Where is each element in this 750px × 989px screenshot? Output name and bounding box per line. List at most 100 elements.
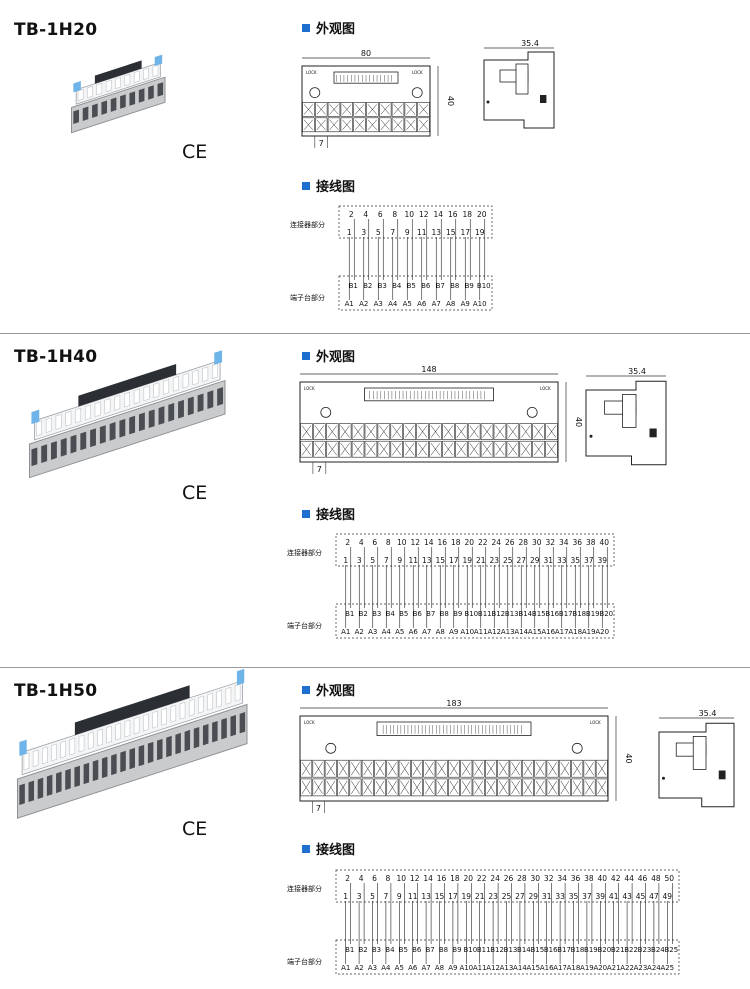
terminal-label-a: A2 — [354, 964, 363, 972]
pin-number-even: 14 — [433, 210, 443, 219]
pin-number-even: 24 — [491, 538, 501, 547]
pin-number-even: 14 — [423, 874, 433, 883]
pin-number-odd: 25 — [503, 556, 513, 565]
pin-number-odd: 25 — [502, 892, 512, 901]
pin-number-even: 12 — [410, 538, 420, 547]
terminal-label-b: B10 — [477, 282, 491, 290]
terminal-label-b: B10 — [463, 946, 477, 954]
terminal-label-a: A13 — [501, 628, 515, 636]
terminal-label-a: A8 — [435, 964, 444, 972]
terminal-label-a: A25 — [660, 964, 674, 972]
terminal-label-b: B7 — [436, 282, 445, 290]
pin-number-odd: 33 — [557, 556, 567, 565]
screw-slot — [363, 762, 373, 776]
terminal-label-a: A24 — [647, 964, 661, 972]
pin-number-odd: 1 — [347, 228, 352, 237]
terminal-label-b: B5 — [407, 282, 416, 290]
pin-number-odd: 37 — [582, 892, 592, 901]
screw-slot — [326, 762, 336, 776]
width-dimension-label: 183 — [446, 699, 461, 708]
terminal-label-b: B8 — [440, 610, 449, 618]
side-mark — [662, 776, 665, 780]
connector-section-label: 连接器部分 — [290, 220, 325, 229]
terminal-label-b: B14 — [518, 610, 532, 618]
terminal-label-a: A20 — [593, 964, 607, 972]
screw-slot — [338, 780, 348, 795]
screw-slot — [511, 762, 520, 776]
screw-slot — [388, 780, 397, 795]
screw-slot — [424, 780, 434, 795]
terminal-label-b: B8 — [439, 946, 448, 954]
model-title: TB-1H40 — [14, 347, 98, 367]
screw-slot — [498, 762, 508, 776]
terminal-label-a: A17 — [555, 628, 569, 636]
pin-number-odd: 1 — [343, 556, 348, 565]
terminal-label-b: B3 — [378, 282, 387, 290]
screw-slot — [548, 780, 557, 795]
lock-label: LOCK — [590, 720, 601, 725]
side-screw — [718, 770, 726, 780]
terminal-label-b: B25 — [664, 946, 678, 954]
side-screw — [649, 428, 657, 438]
screw-slot — [486, 780, 496, 795]
terminal-label-a: A23 — [634, 964, 648, 972]
terminal-label-a: A7 — [422, 628, 431, 636]
terminal-label-a: A4 — [382, 628, 392, 636]
pin-number-odd: 13 — [422, 556, 432, 565]
pin-number-odd: 5 — [370, 892, 375, 901]
terminal-label-b: B18 — [572, 610, 586, 618]
terminal-label-b: B17 — [557, 946, 571, 954]
pin-number-even: 32 — [544, 874, 554, 883]
terminal-label-a: A1 — [341, 628, 350, 636]
pin-number-even: 38 — [584, 874, 594, 883]
screw-slot — [316, 119, 326, 130]
terminal-label-a: A5 — [403, 300, 412, 308]
pin-number-odd: 7 — [390, 228, 395, 237]
wiring-diagram: 连接器部分端子台部分21B1A143B2A265B3A387B4A4109B5A… — [287, 533, 615, 639]
pin-number-odd: 17 — [460, 228, 470, 237]
screw-slot — [597, 762, 607, 776]
screw-slot — [379, 443, 389, 456]
terminal-label-a: A1 — [345, 300, 354, 308]
screw-slot — [424, 762, 434, 776]
pin-number-even: 28 — [517, 874, 527, 883]
pin-number-odd: 9 — [405, 228, 410, 237]
connector-box — [335, 533, 615, 567]
pin-number-odd: 23 — [488, 892, 498, 901]
pin-number-odd: 19 — [462, 556, 472, 565]
screw-slot — [511, 780, 520, 795]
screw-slot — [367, 119, 377, 130]
terminal-label-a: A8 — [436, 628, 445, 636]
screw-slot — [316, 104, 326, 115]
pin-number-even: 38 — [586, 538, 596, 547]
pin-number-even: 10 — [397, 874, 407, 883]
pin-number-even: 4 — [359, 874, 364, 883]
terminal-label-b: B10 — [464, 610, 478, 618]
screw-slot — [498, 780, 508, 795]
terminal-section-label: 端子台部分 — [290, 293, 325, 302]
screw-slot — [508, 443, 518, 456]
screw-slot — [560, 780, 570, 795]
screw-slot — [406, 104, 416, 115]
pin-number-odd: 13 — [421, 892, 431, 901]
pin-number-even: 18 — [462, 210, 472, 219]
terminal-label-a: A8 — [446, 300, 455, 308]
pin-number-even: 40 — [598, 874, 608, 883]
screw-slot — [351, 780, 360, 795]
terminal-label-b: B15 — [532, 610, 546, 618]
screw-slot — [449, 762, 459, 776]
terminal-label-a: A11 — [473, 964, 487, 972]
pin-number-odd: 19 — [475, 228, 485, 237]
screw-slot — [412, 762, 422, 776]
terminal-label-b: B7 — [426, 610, 435, 618]
terminal-label-a: A12 — [487, 628, 501, 636]
product-photo — [71, 54, 166, 134]
terminal-label-b: B3 — [372, 610, 381, 618]
screw-slot — [508, 425, 518, 438]
screw-slot — [314, 780, 323, 795]
terminal-label-a: A4 — [381, 964, 391, 972]
pin-number-even: 8 — [386, 538, 391, 547]
pin-number-odd: 21 — [476, 556, 486, 565]
screw-slot — [400, 780, 410, 795]
